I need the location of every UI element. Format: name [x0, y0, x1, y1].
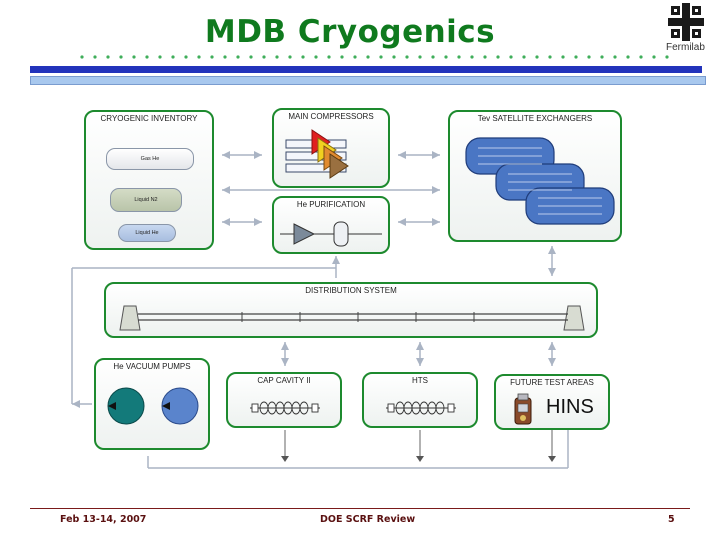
- footer-page-number: 5: [668, 514, 675, 525]
- main-compressors-box: MAIN COMPRESSORS: [272, 108, 390, 188]
- he-purification-box: He PURIFICATION: [272, 196, 390, 254]
- hts-cavity-icon: [386, 401, 456, 415]
- cap-cavity-label: CAP CAVITY II: [257, 376, 311, 385]
- exchanger-icon: [465, 137, 615, 225]
- footer-event: DOE SCRF Review: [320, 514, 416, 525]
- he-purification-label: He PURIFICATION: [296, 200, 366, 209]
- cap-cavity-box: CAP CAVITY II: [226, 372, 342, 428]
- satellite-exchangers-label: Tev SATELLITE EXCHANGERS: [477, 114, 593, 123]
- distribution-system-box: DISTRIBUTION SYSTEM: [104, 282, 598, 338]
- future-test-areas-label: FUTURE TEST AREAS: [510, 378, 594, 387]
- purifier-icon: [280, 221, 382, 247]
- distribution-pipeline-icon: [119, 305, 585, 331]
- footer-divider: [30, 508, 690, 509]
- cryogenic-inventory-box: CRYOGENIC INVENTORY Gas He Liquid N2 Liq…: [84, 110, 214, 250]
- he-vacuum-pumps-box: He VACUUM PUMPS: [94, 358, 210, 450]
- hts-label: HTS: [412, 376, 428, 385]
- hins-label: HINS: [546, 396, 594, 418]
- dotted-divider: [80, 55, 669, 59]
- compressor-icon: [285, 129, 349, 179]
- header-bar-light: [30, 76, 706, 85]
- fermilab-logo-icon: [668, 3, 704, 41]
- cavity-string-icon: [250, 401, 320, 415]
- fermilab-logo-text: Fermilab: [666, 42, 705, 53]
- cryogenic-inventory-label: CRYOGENIC INVENTORY: [100, 114, 198, 123]
- gas-he-tank: Gas He: [106, 148, 194, 170]
- liquid-he-tank: Liquid He: [118, 224, 176, 242]
- liquid-n2-tank: Liquid N2: [110, 188, 182, 212]
- satellite-exchangers-box: Tev SATELLITE EXCHANGERS: [448, 110, 622, 242]
- hts-box: HTS: [362, 372, 478, 428]
- distribution-system-label: DISTRIBUTION SYSTEM: [305, 286, 397, 295]
- header-bar-dark: [30, 66, 702, 73]
- main-compressors-label: MAIN COMPRESSORS: [288, 112, 374, 121]
- cryostat-icon: [514, 393, 532, 425]
- page-title: MDB Cryogenics: [204, 14, 496, 50]
- footer-date: Feb 13-14, 2007: [60, 514, 147, 525]
- he-vacuum-pumps-label: He VACUUM PUMPS: [113, 362, 191, 371]
- future-test-areas-box: FUTURE TEST AREAS HINS: [494, 374, 610, 430]
- vacuum-pump-icon: [107, 387, 199, 425]
